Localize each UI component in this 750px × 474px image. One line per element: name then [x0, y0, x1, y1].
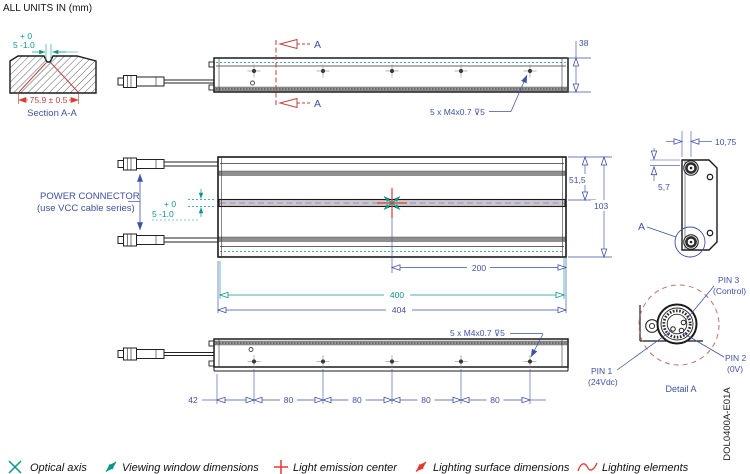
doc-code: DOL0400A-E01A [722, 387, 733, 461]
pin-3 [680, 319, 687, 326]
dim-80-1: 80 [284, 395, 294, 405]
end-connector-top [683, 160, 699, 176]
detail-reference: A [638, 221, 706, 258]
legend-lighting-elements: Lighting elements [602, 462, 689, 474]
section-view: + 0 5 -1.0 75.9 ± 0.5 Section A-A [9, 31, 97, 119]
dim-10-75: 10,75 [715, 137, 737, 147]
section-tol-plus: + 0 [20, 31, 32, 41]
dim-5-7: 5,7 [658, 182, 670, 192]
section-profile [9, 55, 97, 94]
legend-light-emission-center: Light emission center [293, 462, 398, 474]
cable-plug [117, 75, 165, 88]
dim-51-5: 51,5 [569, 175, 586, 185]
power-connector-label: POWER CONNECTOR [40, 191, 140, 202]
viewing-cone-right-line [50, 62, 79, 93]
bottom-view: 5 x M4x0.7 ⊽5 42 80 80 80 [117, 328, 569, 405]
viewing-cone-left-line [18, 62, 47, 93]
detail-ref-label: A [638, 221, 645, 233]
section-tol-value: 5 -1.0 [13, 40, 35, 50]
detail-title: Detail A [665, 384, 696, 394]
end-pitch-dim: 5,7 [650, 148, 680, 192]
front-window-tolerance-dim: + 0 5 -1.0 [152, 189, 214, 221]
top-view: A A 38 5 x M4x0.7 ⊽5 [117, 38, 591, 117]
bottom-view-thread-note: 5 x M4x0.7 ⊽5 [450, 328, 544, 358]
front-tol-plus: + 0 [164, 199, 176, 209]
bottom-view-mounting-holes [247, 355, 537, 368]
pin3-label: PIN 3 [718, 275, 740, 285]
legend-optical-axis: Optical axis [30, 462, 87, 474]
end-offset-dim: 10,75 [666, 131, 737, 157]
optical-axis-icon [8, 460, 22, 474]
detail-view: PIN 3 (Control) PIN 2 (0V) PIN 1 (24Vdc)… [588, 275, 747, 394]
end-view: 10,75 5,7 A [638, 131, 737, 258]
detail-connector [656, 303, 698, 345]
pin2-label: PIN 2 [725, 353, 747, 363]
lighting-surface-dimensions-icon [415, 461, 427, 472]
section-title: Section A-A [27, 108, 77, 119]
dim-103: 103 [594, 201, 608, 211]
dim-200: 200 [472, 263, 486, 273]
lighting-elements-icon [577, 462, 598, 472]
light-emission-center-icon [274, 460, 288, 474]
units-note: ALL UNITS IN (mm) [3, 3, 92, 14]
power-connector-sublabel: (use VCC cable series) [37, 203, 135, 214]
thread-note-top: 5 x M4x0.7 ⊽5 [430, 107, 485, 117]
section-label-top: A [314, 39, 321, 51]
viewing-window-dimensions-icon [105, 461, 117, 472]
pin1-desc: (24Vdc) [588, 377, 618, 387]
cable-plug-bottom [117, 347, 165, 361]
front-bottom-dims: 200 400 404 [216, 258, 568, 316]
pin1-label: PIN 1 [591, 366, 613, 376]
bottom-view-dims: 42 80 80 80 80 [185, 369, 546, 405]
optical-axis-mark [383, 196, 401, 210]
dim-400: 400 [390, 290, 404, 300]
dim-80-2: 80 [352, 395, 362, 405]
detail-boundary-circle [638, 284, 720, 366]
dim-38: 38 [579, 38, 589, 48]
pin3-desc: (Control) [713, 286, 746, 296]
section-width-dim: 75.9 ± 0.5 [30, 95, 68, 105]
legend: Optical axis Viewing window dimensions L… [8, 460, 689, 474]
top-view-height-dim: 38 [567, 38, 591, 94]
legend-lighting-surface: Lighting surface dimensions [433, 462, 570, 474]
thread-note-bottom: 5 x M4x0.7 ⊽5 [450, 328, 505, 338]
section-label-bottom: A [314, 98, 321, 110]
top-view-body [213, 57, 569, 93]
section-cut-line: A A [275, 38, 321, 110]
dim-42: 42 [188, 395, 198, 405]
pin-2 [678, 327, 685, 334]
end-connector-bottom [683, 234, 699, 250]
top-view-thread-note: 5 x M4x0.7 ⊽5 [430, 74, 528, 117]
dim-404: 404 [392, 305, 406, 315]
dim-80-4: 80 [490, 395, 500, 405]
pin-1 [670, 326, 676, 332]
end-view-body [681, 159, 718, 251]
power-plug-bottom [117, 233, 165, 247]
front-tol-value: 5 -1.0 [152, 209, 174, 219]
power-plug-top [117, 157, 165, 171]
front-view: POWER CONNECTOR (use VCC cable series) +… [37, 155, 615, 316]
front-right-dims: 51,5 103 [567, 155, 615, 259]
top-view-mounting-holes [247, 64, 537, 78]
dim-80-3: 80 [421, 395, 431, 405]
legend-viewing-window: Viewing window dimensions [122, 462, 259, 474]
pin2-desc: (0V) [727, 364, 743, 374]
power-connector-callout: POWER CONNECTOR (use VCC cable series) [37, 173, 143, 231]
